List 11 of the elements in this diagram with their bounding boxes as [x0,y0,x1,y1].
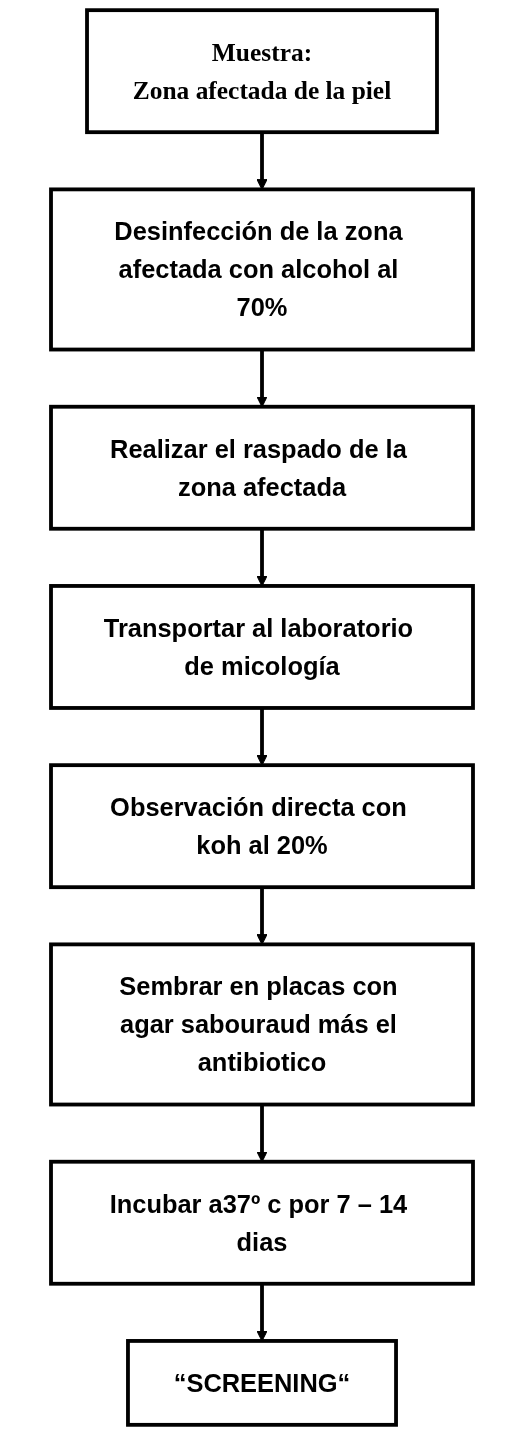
node-box: Observación directa con koh al 20% [49,763,475,890]
node-box: Desinfección de la zona afectada con alcohol al 70% [49,187,475,352]
arrow [256,887,268,945]
node-box: Realizar el raspado de la zona afectada [49,404,475,531]
node-box: Sembrar en placas con agar sabouraud más el antibiotico [49,942,475,1107]
arrow [256,132,268,190]
node-box: Incubar a37º c por 7 – 14 dias [49,1159,475,1286]
node-box: Transportar al laboratorio de micología [49,584,475,710]
node-box: “SCREENING“ [126,1339,398,1427]
node-box: Muestra: Zona afectada de la piel [85,8,439,135]
arrow [256,707,268,766]
